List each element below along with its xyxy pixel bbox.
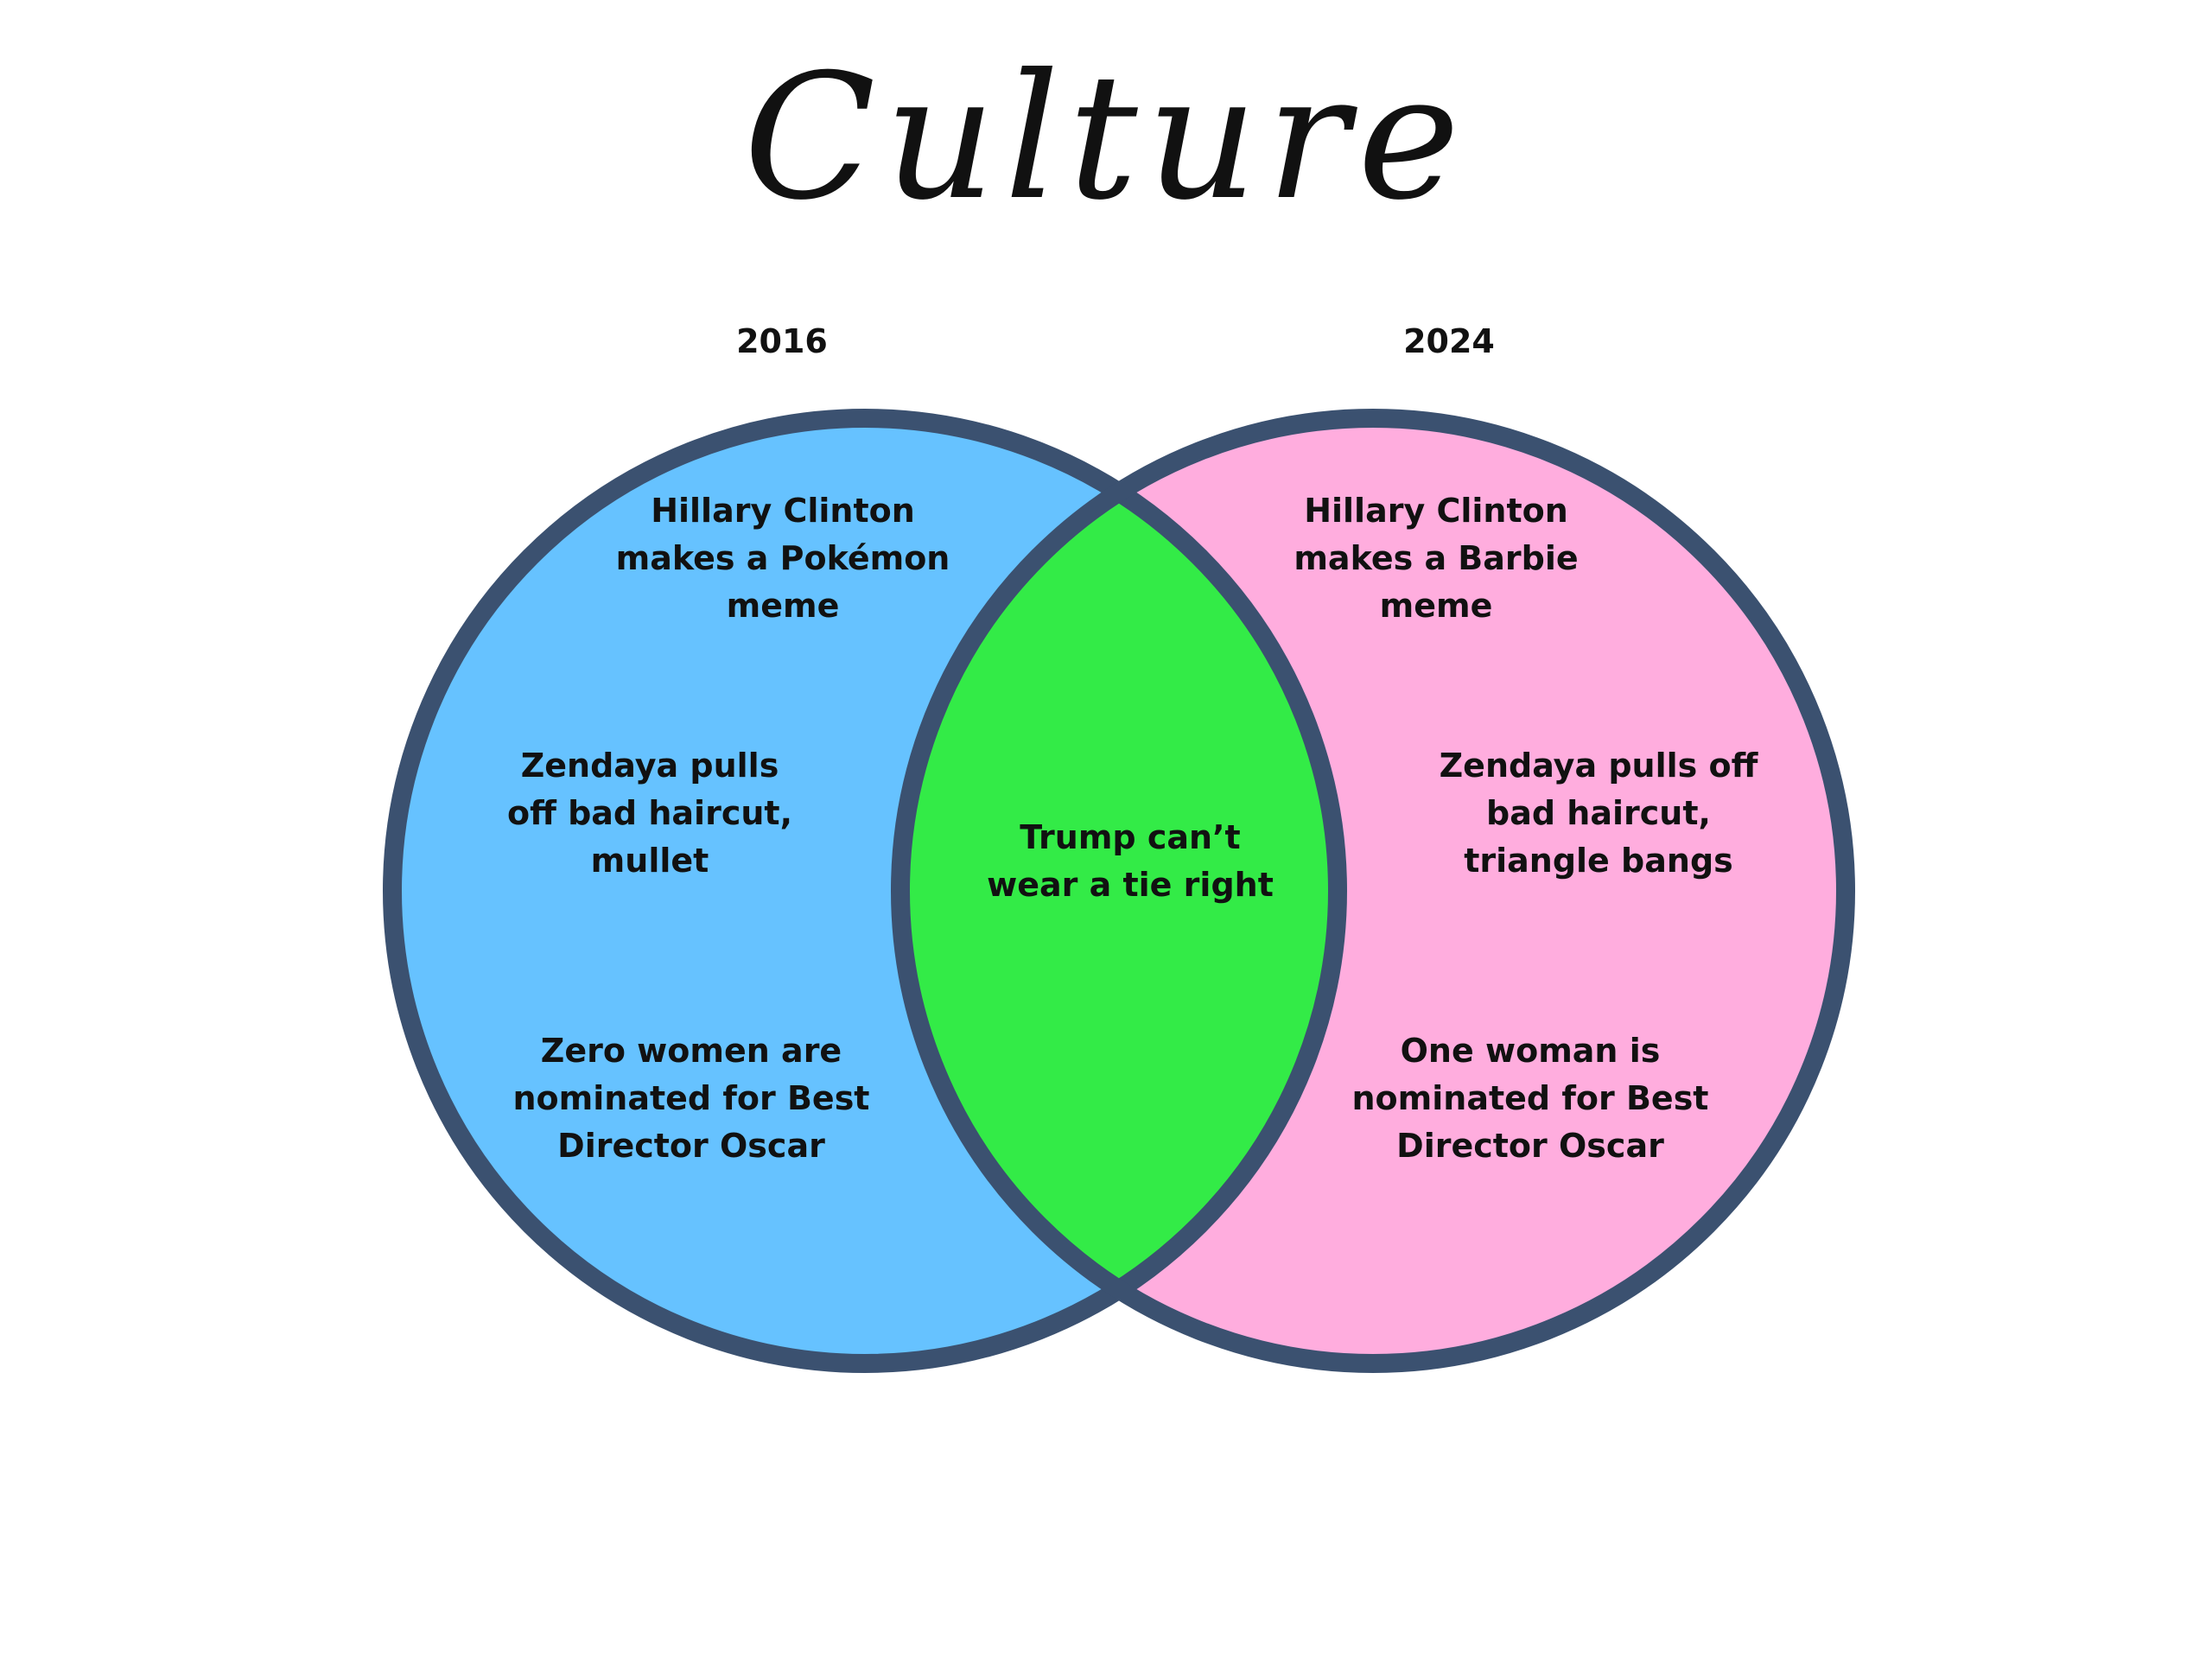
circle-right-outline	[891, 409, 1855, 1373]
right-item-oscar-one-woman: One woman is nominated for Best Director…	[1351, 1032, 1709, 1165]
left-item-pokemon-meme: Hillary Clinton makes a Pokémon meme	[615, 492, 950, 625]
center-item-trump-tie: Trump can’t wear a tie right	[987, 818, 1274, 904]
set-label-left: 2016	[736, 322, 828, 360]
circle-left-outline	[383, 409, 1347, 1373]
set-label-right: 2024	[1403, 322, 1495, 360]
left-item-oscar-zero-women: Zero women are nominated for Best Direct…	[512, 1032, 870, 1165]
overlap-region	[900, 418, 1338, 1363]
left-item-zendaya-mullet: Zendaya pulls off bad haircut, mullet	[506, 747, 793, 880]
diagram-title: Culture	[743, 37, 1469, 238]
right-item-zendaya-bangs: Zendaya pulls off bad haircut, triangle …	[1439, 747, 1758, 880]
right-item-barbie-meme: Hillary Clinton makes a Barbie meme	[1294, 492, 1579, 625]
